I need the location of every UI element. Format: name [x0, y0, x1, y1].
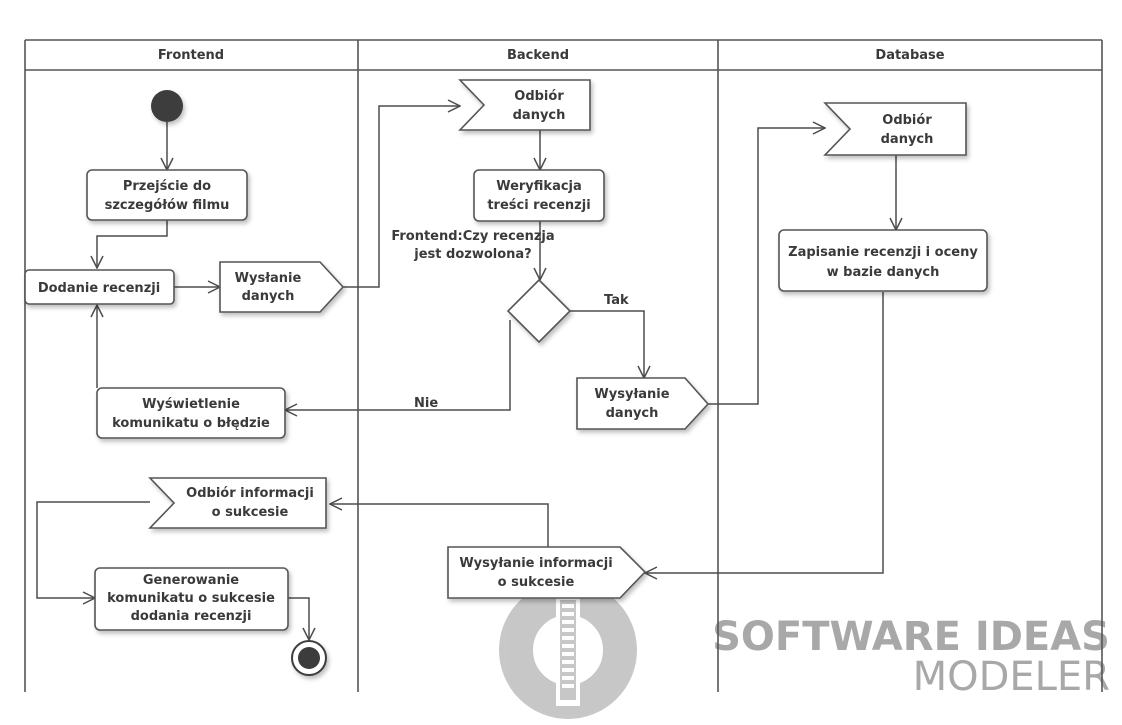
- action-label-line: danych: [242, 289, 295, 304]
- action-label-line: Wysłanie: [235, 271, 302, 286]
- watermark-line1: SOFTWARE IDEAS: [712, 614, 1110, 660]
- action-label-line: o sukcesie: [498, 575, 575, 590]
- action-przejscie-do-szczegolow[interactable]: Przejście do szczegółów filmu: [86, 169, 248, 221]
- action-label-line: o sukcesie: [212, 505, 289, 520]
- action-zapisanie-recenzji[interactable]: Zapisanie recenzji i oceny w bazie danyc…: [778, 229, 988, 292]
- action-generowanie-komunikatu[interactable]: Generowanie komunikatu o sukcesie dodani…: [94, 567, 289, 631]
- signal-send-wysylanie-danych[interactable]: Wysyłanie danych: [576, 377, 710, 430]
- action-label-line: w bazie danych: [827, 265, 940, 280]
- signal-send-wyslanie-danych[interactable]: Wysłanie danych: [219, 261, 345, 313]
- action-label-line: Dodanie recenzji: [38, 281, 160, 296]
- action-weryfikacja-tresci[interactable]: Weryfikacja treści recenzji: [473, 169, 605, 222]
- edge-label-tak: Tak: [604, 293, 629, 308]
- action-label-line: komunikatu o błędzie: [112, 416, 270, 431]
- action-wyswietlenie-komunikatu[interactable]: Wyświetlenie komunikatu o błędzie: [96, 387, 286, 439]
- edge-label-nie: Nie: [414, 396, 438, 411]
- action-label-line: Wyświetlenie: [142, 397, 240, 412]
- end-node: [291, 640, 327, 676]
- action-label-line: Odbiór: [514, 89, 564, 104]
- start-node: [151, 90, 183, 122]
- watermark-line2: MODELER: [913, 654, 1110, 700]
- action-label-line: Generowanie: [143, 573, 239, 588]
- action-label-line: Odbiór informacji: [186, 486, 314, 501]
- edge-wysylanie-odbior-db: [708, 128, 825, 405]
- decision-question-line2: jest dozwolona?: [413, 247, 531, 262]
- edge-odbior-info-generowanie: [36, 501, 150, 598]
- action-label-line: Wysyłanie: [594, 387, 669, 402]
- watermark-logo-icon: [499, 581, 637, 719]
- signal-receive-odbior-danych-backend[interactable]: Odbiór danych: [458, 79, 591, 131]
- decision-node[interactable]: [506, 278, 572, 344]
- action-label-line: Weryfikacja: [496, 179, 582, 194]
- signal-receive-odbior-informacji[interactable]: Odbiór informacji o sukcesie: [148, 477, 327, 529]
- edge-zapisanie-wysylanie-info: [645, 292, 884, 573]
- lane-title-frontend: Frontend: [158, 48, 224, 63]
- watermark: SOFTWARE IDEAS MODELER: [499, 581, 1110, 719]
- action-label-line: danych: [606, 406, 659, 421]
- edges: [36, 106, 896, 640]
- action-label-line: Zapisanie recenzji i oceny: [788, 245, 978, 260]
- edge-decision-tak: [570, 310, 644, 378]
- edge-przejscie-dodanie: [97, 220, 168, 268]
- action-label-line: Odbiór: [882, 113, 932, 128]
- edge-generowanie-end: [288, 597, 309, 640]
- edge-decision-nie: [285, 320, 511, 410]
- action-label-line: szczegółów filmu: [105, 198, 230, 213]
- action-label-line: Przejście do: [123, 179, 211, 194]
- signal-receive-odbior-danych-database[interactable]: Odbiór danych: [823, 102, 967, 156]
- edge-wysylanie-info-odbior-info: [330, 504, 549, 547]
- action-label-line: dodania recenzji: [131, 609, 252, 624]
- action-label-line: danych: [881, 132, 934, 147]
- action-label-line: Wysyłanie informacji: [459, 556, 612, 571]
- lane-title-database: Database: [875, 48, 944, 63]
- signal-send-wysylanie-informacji[interactable]: Wysyłanie informacji o sukcesie: [447, 546, 647, 599]
- decision-question-line1: Frontend:Czy recenzja: [391, 229, 554, 244]
- action-dodanie-recenzji[interactable]: Dodanie recenzji: [24, 269, 175, 305]
- lane-title-backend: Backend: [507, 48, 569, 63]
- action-label-line: danych: [513, 108, 566, 123]
- action-label-line: treści recenzji: [487, 198, 590, 213]
- swimlanes: Frontend Backend Database: [24, 39, 1103, 692]
- action-label-line: komunikatu o sukcesie: [107, 591, 275, 606]
- edge-wyslanie-odbior-backend: [343, 106, 460, 288]
